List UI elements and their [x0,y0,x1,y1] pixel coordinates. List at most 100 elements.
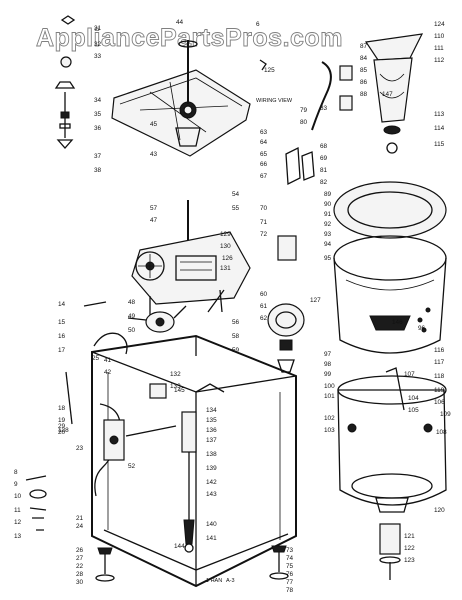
part-label-78: 78 [286,587,294,594]
part-label-35: 35 [94,111,102,118]
part-label-45: 45 [150,121,158,128]
part-label-75: 75 [286,563,294,570]
part-label-139: 139 [206,465,217,472]
part-label-86: 86 [360,79,368,86]
part-label-95: 95 [324,255,332,262]
part-label-77: 77 [286,579,294,586]
mounting-plate [111,40,251,157]
part-label-71: 71 [260,219,268,226]
part-label-107: 107 [404,371,415,378]
part-label-37: 37 [94,153,102,160]
transmission-gearcase [131,200,251,320]
part-label-29: 29 [58,423,66,430]
part-label-85: 85 [360,67,368,74]
part-label-20: 20 [58,429,66,436]
part-label-109: 109 [440,411,451,418]
part-label-147: 147 [382,91,393,98]
part-label-31: 31 [94,25,102,32]
part-label-62: 62 [260,315,268,322]
part-label-108: 108 [436,429,447,436]
wiring-view-note: WIRING VIEW [256,98,293,104]
part-label-50: 50 [128,327,136,334]
part-label-79: 79 [300,107,308,114]
part-label-34: 34 [94,97,102,104]
part-label-116: 116 [434,347,445,354]
part-label-97: 97 [324,351,332,358]
part-label-44: 44 [176,19,184,26]
part-label-136: 136 [206,427,217,434]
part-label-59: 59 [232,347,240,354]
part-label-127: 127 [310,297,321,304]
part-label-12: 12 [14,519,22,526]
part-label-130: 130 [220,243,231,250]
part-label-122: 122 [404,545,415,552]
part-label-112: 112 [434,57,445,64]
part-label-105: 105 [408,407,419,414]
center-cabinet-parts [181,411,197,553]
part-label-145: 145 [174,387,185,394]
part-label-92: 92 [324,221,332,228]
part-label-65: 65 [260,151,268,158]
part-label-21: 21 [76,515,84,522]
part-label-101: 101 [324,393,335,400]
part-label-6: 6 [256,21,260,28]
part-label-56: 56 [232,319,240,326]
part-label-60: 60 [260,291,268,298]
part-label-143: 143 [206,491,217,498]
part-label-135: 135 [206,417,217,424]
part-label-61: 61 [260,303,268,310]
part-label-73: 73 [286,547,294,554]
part-label-72: 72 [260,231,268,238]
part-label-137: 137 [206,437,217,444]
part-label-54: 54 [232,191,240,198]
part-label-32: 32 [94,41,102,48]
part-label-138: 138 [206,451,217,458]
leveling-leg-left [25,475,47,531]
part-label-69: 69 [320,155,328,162]
part-label-64: 64 [260,139,268,146]
part-label-117: 117 [434,359,445,366]
agitator [364,33,424,154]
part-label-129: 129 [220,231,231,238]
part-label-131: 131 [220,265,231,272]
part-label-99: 99 [324,371,332,378]
part-label-100: 100 [324,383,335,390]
part-label-28: 28 [76,571,84,578]
drain-hose [311,61,353,131]
part-label-90: 90 [324,201,332,208]
watermark-text: AppliancePartsPros.com [36,24,343,52]
part-label-111: 111 [434,45,444,52]
part-label-22: 22 [76,563,84,570]
part-label-25: 25 [92,355,100,362]
part-label-140: 140 [206,521,217,528]
part-label-63: 63 [260,129,268,136]
part-label-80: 80 [300,119,308,126]
part-label-132: 132 [170,371,181,378]
outer-tub [337,367,447,513]
part-label-121: 121 [404,533,415,540]
part-label-58: 58 [232,333,240,340]
part-label-42: 42 [104,369,112,376]
part-label-103: 103 [324,427,335,434]
part-label-125: 125 [264,67,275,74]
part-label-124: 124 [434,21,445,28]
part-label-134: 134 [206,407,217,414]
part-label-70: 70 [260,205,268,212]
motor [267,303,305,373]
part-label-57: 57 [150,205,158,212]
part-label-68: 68 [320,143,328,150]
part-label-128: 128 [58,427,69,434]
inlet-hose-wiring [65,301,177,497]
part-label-8: 8 [14,469,18,476]
part-label-13: 13 [14,533,22,540]
part-label-11: 11 [14,507,21,514]
part-label-49: 49 [128,313,136,320]
top-left-fasteners [54,15,76,149]
part-label-104: 104 [408,395,419,402]
cabinet-frame [91,334,297,588]
part-label-43: 43 [150,151,158,158]
part-label-113: 113 [434,111,445,118]
part-label-48: 48 [128,299,136,306]
